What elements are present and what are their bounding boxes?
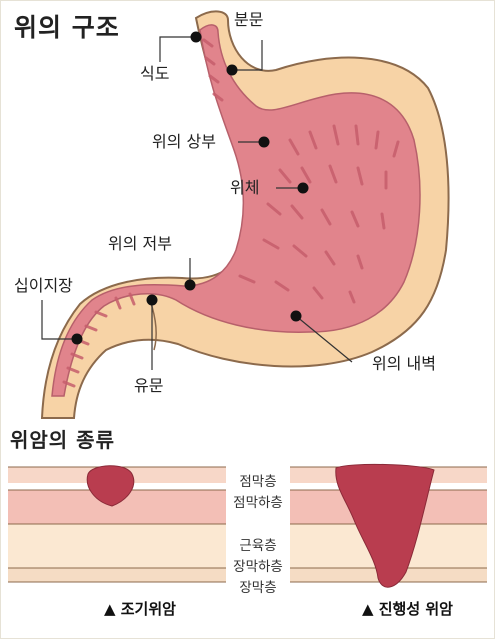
caption-early-cancer: ▲ 조기위암 [104, 600, 176, 618]
stomach-inner-lining [51, 24, 421, 397]
marker-pylorus [146, 294, 158, 306]
diagram-title: 위의 구조 [14, 13, 120, 42]
label-inner-wall: 위의 내벽 [372, 354, 436, 373]
label-duodenum: 십이지장 [14, 276, 73, 295]
label-fundus: 위의 저부 [108, 234, 172, 253]
label-upper-stomach: 위의 상부 [152, 132, 216, 151]
marker-esophagus [190, 31, 202, 43]
marker-wall [290, 310, 302, 322]
marker-cardia [226, 64, 238, 76]
label-pylorus: 유문 [134, 376, 164, 395]
caption-advanced-cancer: ▲ 진행성 위암 [362, 600, 453, 618]
layer-label-subserosa: 장막하층 [233, 559, 283, 575]
marker-body [297, 182, 309, 194]
marker-upper [258, 136, 270, 148]
right-layer-panel [290, 463, 487, 588]
layer-label-serosa: 장막층 [239, 580, 277, 596]
label-stomach-body: 위체 [230, 178, 260, 197]
label-cardia: 분문 [234, 10, 264, 29]
leader-lines [41, 36, 353, 370]
marker-dots [71, 31, 309, 345]
marker-fundus [184, 279, 196, 291]
layer-label-submucosa: 점막하층 [233, 495, 283, 511]
early-cancer-tumor [86, 465, 135, 507]
mucosal-folds [62, 38, 400, 388]
marker-duodenum [71, 333, 83, 345]
label-esophagus: 식도 [140, 64, 170, 83]
layer-label-muscle: 근육층 [239, 538, 277, 554]
layer-label-mucosa: 점막층 [239, 474, 277, 490]
left-layer-panel [8, 465, 226, 583]
cancer-types-title: 위암의 종류 [10, 428, 115, 452]
advanced-cancer-tumor [335, 463, 435, 588]
